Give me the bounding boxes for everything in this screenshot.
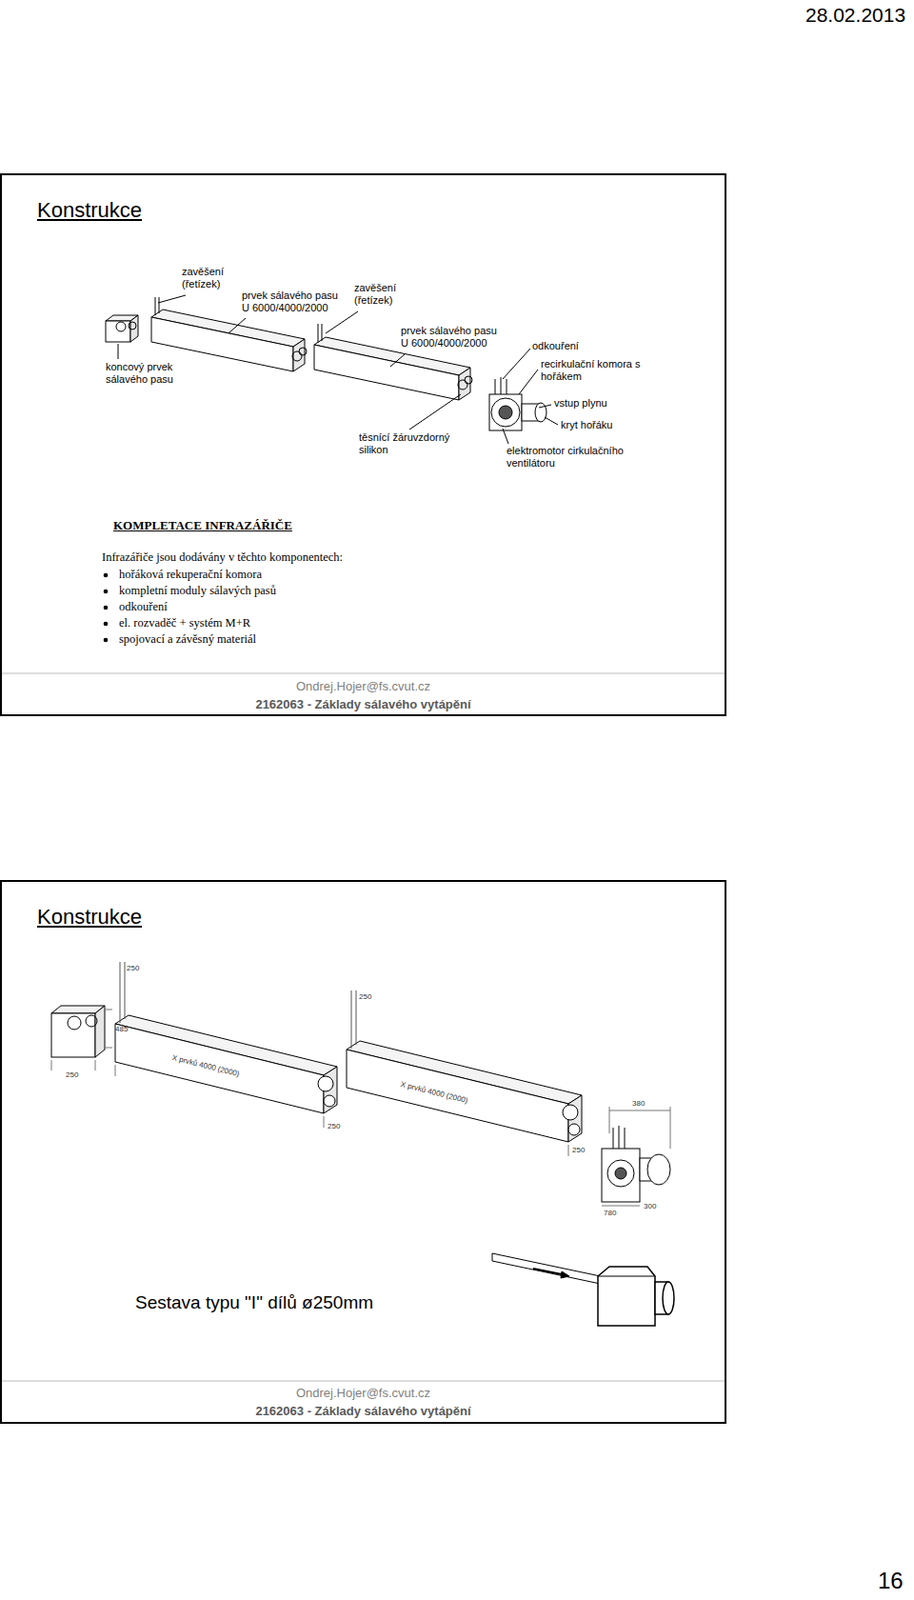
dimension: 250 (65, 1070, 79, 1079)
callout-label: zavěšení (řetízek) (181, 265, 239, 290)
callout-label: elektromotor cirkulačního ventilátoru (506, 444, 650, 469)
callout-label: těsnící žáruvzdorný silikon (358, 431, 459, 456)
slide-frame: KonstrukceOndrej.Hojer@fs.cvut.cz 2162063… (0, 879, 727, 1424)
date: 28.02.2013 (805, 3, 906, 27)
footer-email: Ondrej.Hojer@fs.cvut.cz (1, 679, 725, 695)
dimension: 780 (603, 1208, 616, 1217)
dimension: 250 (327, 1121, 340, 1131)
bullet-item: el. rozvaděč + systém M+R (119, 615, 462, 630)
footer-email: Ondrej.Hojer@fs.cvut.cz (1, 1386, 725, 1401)
page-number: 16 (877, 1567, 904, 1594)
bullet-item: odkouření (119, 599, 462, 614)
body-text: Infrazářiče jsou dodávány v těchto kompo… (101, 550, 502, 564)
section-heading: KOMPLETACE INFRAZÁŘIČE (113, 518, 399, 534)
bullet-item: kompletní moduly sálavých pasů (119, 583, 462, 597)
dimension: 380 (632, 1098, 645, 1108)
footer-course: 2162063 - Základy sálavého vytápění (1, 697, 725, 713)
callout-label: kryt hořáku (560, 418, 647, 432)
callout-label: vstup plynu (554, 397, 640, 410)
dimension: 300 (643, 1201, 656, 1211)
callout-label: prvek sálavého pasu U 6000/4000/2000 (400, 324, 499, 349)
bullet-item: hořáková rekuperační komora (119, 567, 462, 581)
slide-title: Konstrukce (37, 904, 323, 929)
callout-label: koncový prvek sálavého pasu (105, 360, 182, 385)
callout-label: prvek sálavého pasu U 6000/4000/2000 (241, 289, 340, 314)
dimension: 250 (358, 992, 372, 1001)
footer-course: 2162063 - Základy sálavého vytápění (1, 1404, 725, 1419)
dimension: 250 (572, 1145, 585, 1154)
slide-title: Konstrukce (37, 198, 323, 222)
callout-label: odkouření (532, 339, 609, 353)
figure-caption: Sestava typu "I" dílů ø250mm (135, 1291, 374, 1313)
callout-label: zavěšení (řetízek) (354, 281, 412, 306)
bullet-item: spojovací a závěsný materiál (119, 632, 462, 646)
dimension: 250 (126, 963, 140, 973)
dimension: 485 (115, 1024, 128, 1034)
callout-label: recirkulační komora s hořákem (540, 357, 646, 382)
